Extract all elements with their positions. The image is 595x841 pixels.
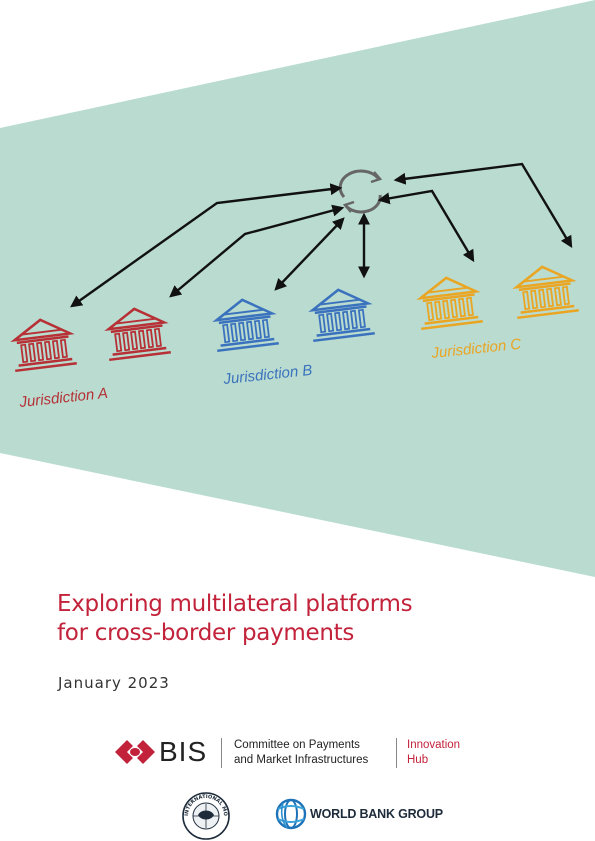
imf-seal-icon: INTERNATIONAL MONETARY FUND [181,791,230,840]
publication-date: January 2023 [58,674,170,692]
logo-divider [221,738,222,768]
globe-icon [275,798,307,830]
bis-emblem-icon [115,740,155,764]
arrow-jurisdiction-c-2 [393,162,573,249]
bis-wordmark: BIS [159,736,208,767]
logo-divider [396,738,397,768]
world-bank-group-wordmark: WORLD BANK GROUP [310,807,443,821]
cover-illustration: Jurisdiction A Jurisdiction B Jurisdicti… [0,0,595,577]
hub-line-2: Hub [407,754,429,766]
teal-band [0,0,595,577]
report-title: Exploring multilateral platforms for cro… [57,590,577,648]
arrow-jurisdiction-a-1 [70,183,343,308]
cpmi-line-2: and Market Infrastructures [234,754,369,766]
arrow-jurisdiction-a-2 [169,204,345,298]
innovation-hub-name: Innovation Hub [407,738,460,768]
title-line-2: for cross-border payments [57,620,355,646]
arrow-jurisdiction-b-1 [274,217,345,291]
title-line-1: Exploring multilateral platforms [57,591,413,617]
connection-arrows [70,162,573,308]
cpmi-line-1: Committee on Payments [234,739,360,751]
bis-logo: BIS [115,737,215,767]
hub-line-1: Innovation [407,739,461,751]
cpmi-name: Committee on Payments and Market Infrast… [234,738,368,768]
